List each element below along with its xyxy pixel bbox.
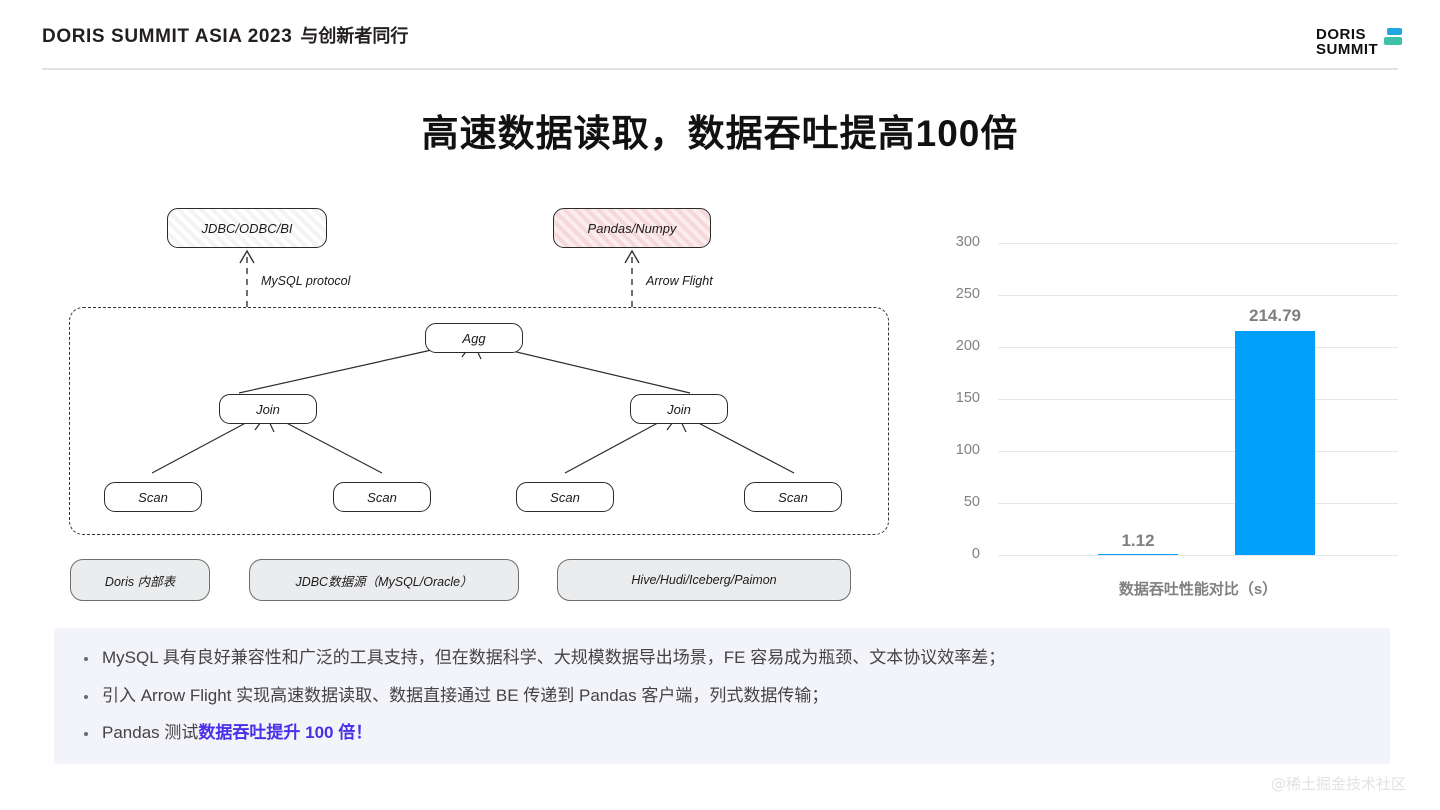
source-box-lakehouse: Hive/Hudi/Iceberg/Paimon	[557, 559, 851, 601]
logo-mark-icon	[1384, 27, 1402, 45]
plan-node-agg: Agg	[425, 323, 523, 353]
ytick-label-150: 150	[955, 390, 980, 406]
plan-node-join-right-label: Join	[667, 401, 691, 417]
summary-panel: MySQL 具有良好兼容性和广泛的工具支持，但在数据科学、大规模数据导出场景，F…	[54, 628, 1390, 764]
gridline-300	[998, 243, 1398, 244]
bullet-item-3: Pandas 测试数据吞吐提升 100 倍！	[80, 721, 1390, 746]
source-box-lakehouse-label: Hive/Hudi/Iceberg/Paimon	[631, 573, 777, 587]
chart-x-axis-label: 数据吞吐性能对比（s）	[1118, 581, 1278, 598]
gridline-100	[998, 451, 1398, 452]
plan-node-scan-1-label: Scan	[138, 489, 168, 505]
slide-header: DORIS SUMMIT ASIA 2023 与创新者同行	[42, 22, 1398, 68]
plan-node-scan-2: Scan	[333, 482, 431, 512]
bullet-item-1-text: MySQL 具有良好兼容性和广泛的工具支持，但在数据科学、大规模数据导出场景，F…	[102, 648, 1006, 667]
plan-node-scan-2-label: Scan	[367, 489, 397, 505]
bar-mysql-protocol	[1098, 554, 1178, 555]
query-plan-container	[69, 307, 889, 535]
client-box-jdbc: JDBC/ODBC/BI	[167, 208, 327, 248]
plan-node-scan-4: Scan	[744, 482, 842, 512]
header-divider	[42, 68, 1398, 70]
gridline-50	[998, 503, 1398, 504]
logo-text-summit: SUMMIT	[1316, 41, 1379, 58]
ytick-label-0: 0	[971, 546, 980, 562]
bar-label-mysql-protocol: 1.12	[1121, 531, 1155, 550]
ytick-label-250: 250	[955, 286, 980, 302]
source-box-doris-internal: Doris 内部表	[70, 559, 210, 601]
source-box-jdbc: JDBC数据源（MySQL/Oracle）	[249, 559, 519, 601]
ytick-label-300: 300	[955, 234, 980, 250]
logo-bar-top	[1387, 27, 1402, 35]
bullet-item-2: 引入 Arrow Flight 实现高速数据读取、数据直接通过 BE 传递到 P…	[80, 684, 1390, 709]
bullet-item-3-text: Pandas 测试	[102, 723, 199, 743]
doris-summit-logo: DORIS SUMMIT	[1316, 20, 1402, 64]
bar-label-arrow-flight: 214.79	[1249, 306, 1301, 325]
source-box-jdbc-label: JDBC数据源（MySQL/Oracle）	[295, 574, 473, 589]
plan-node-scan-3-label: Scan	[550, 489, 580, 505]
client-box-pandas-label: Pandas/Numpy	[587, 220, 677, 236]
event-branding-en: DORIS SUMMIT ASIA 2023	[42, 26, 293, 47]
architecture-diagram: JDBC/ODBC/BI Pandas/Numpy MySQL protocol…	[42, 185, 922, 615]
plan-node-join-left: Join	[219, 394, 317, 424]
throughput-bar-chart: 0 50 100 150 200 250 300 1.12 214.79 数据吞…	[940, 228, 1410, 613]
bar-arrow-flight	[1235, 331, 1315, 555]
bullet-item-3-highlight: 数据吞吐提升 100 倍！	[198, 723, 373, 743]
ytick-label-50: 50	[963, 494, 980, 510]
edge-label-mysql-protocol: MySQL protocol	[261, 274, 351, 288]
logo-bar-bottom	[1384, 36, 1402, 45]
event-branding-cn: 与创新者同行	[300, 26, 409, 46]
plan-node-scan-1: Scan	[104, 482, 202, 512]
page-title: 高速数据读取，数据吞吐提高100倍	[421, 113, 1019, 154]
event-branding: DORIS SUMMIT ASIA 2023 与创新者同行	[42, 22, 1398, 48]
plan-node-join-left-label: Join	[256, 401, 280, 417]
gridline-200	[998, 347, 1398, 348]
gridline-0	[998, 555, 1398, 556]
client-box-jdbc-label: JDBC/ODBC/BI	[201, 220, 293, 236]
client-box-pandas: Pandas/Numpy	[553, 208, 711, 248]
edge-label-arrow-flight: Arrow Flight	[646, 274, 713, 288]
ytick-label-200: 200	[955, 338, 980, 354]
source-box-doris-internal-label: Doris 内部表	[104, 574, 176, 589]
chart-plot-area: 0 50 100 150 200 250 300 1.12 214.79	[956, 234, 1398, 562]
logo-line-1: DORIS	[1316, 25, 1402, 45]
plan-node-scan-3: Scan	[516, 482, 614, 512]
plan-node-scan-4-label: Scan	[778, 489, 808, 505]
watermark: @稀土掘金技术社区	[1270, 775, 1406, 793]
gridline-150	[998, 399, 1398, 400]
bullet-item-2-text: 引入 Arrow Flight 实现高速数据读取、数据直接通过 BE 传递到 P…	[102, 685, 829, 705]
plan-node-join-right: Join	[630, 394, 728, 424]
plan-node-agg-label: Agg	[462, 330, 486, 346]
bullet-item-1: MySQL 具有良好兼容性和广泛的工具支持，但在数据科学、大规模数据导出场景，F…	[80, 646, 1390, 671]
gridline-250	[998, 295, 1398, 296]
logo-text-doris: DORIS	[1316, 25, 1367, 43]
logo-line-2: SUMMIT	[1316, 41, 1400, 58]
ytick-label-100: 100	[955, 442, 980, 458]
